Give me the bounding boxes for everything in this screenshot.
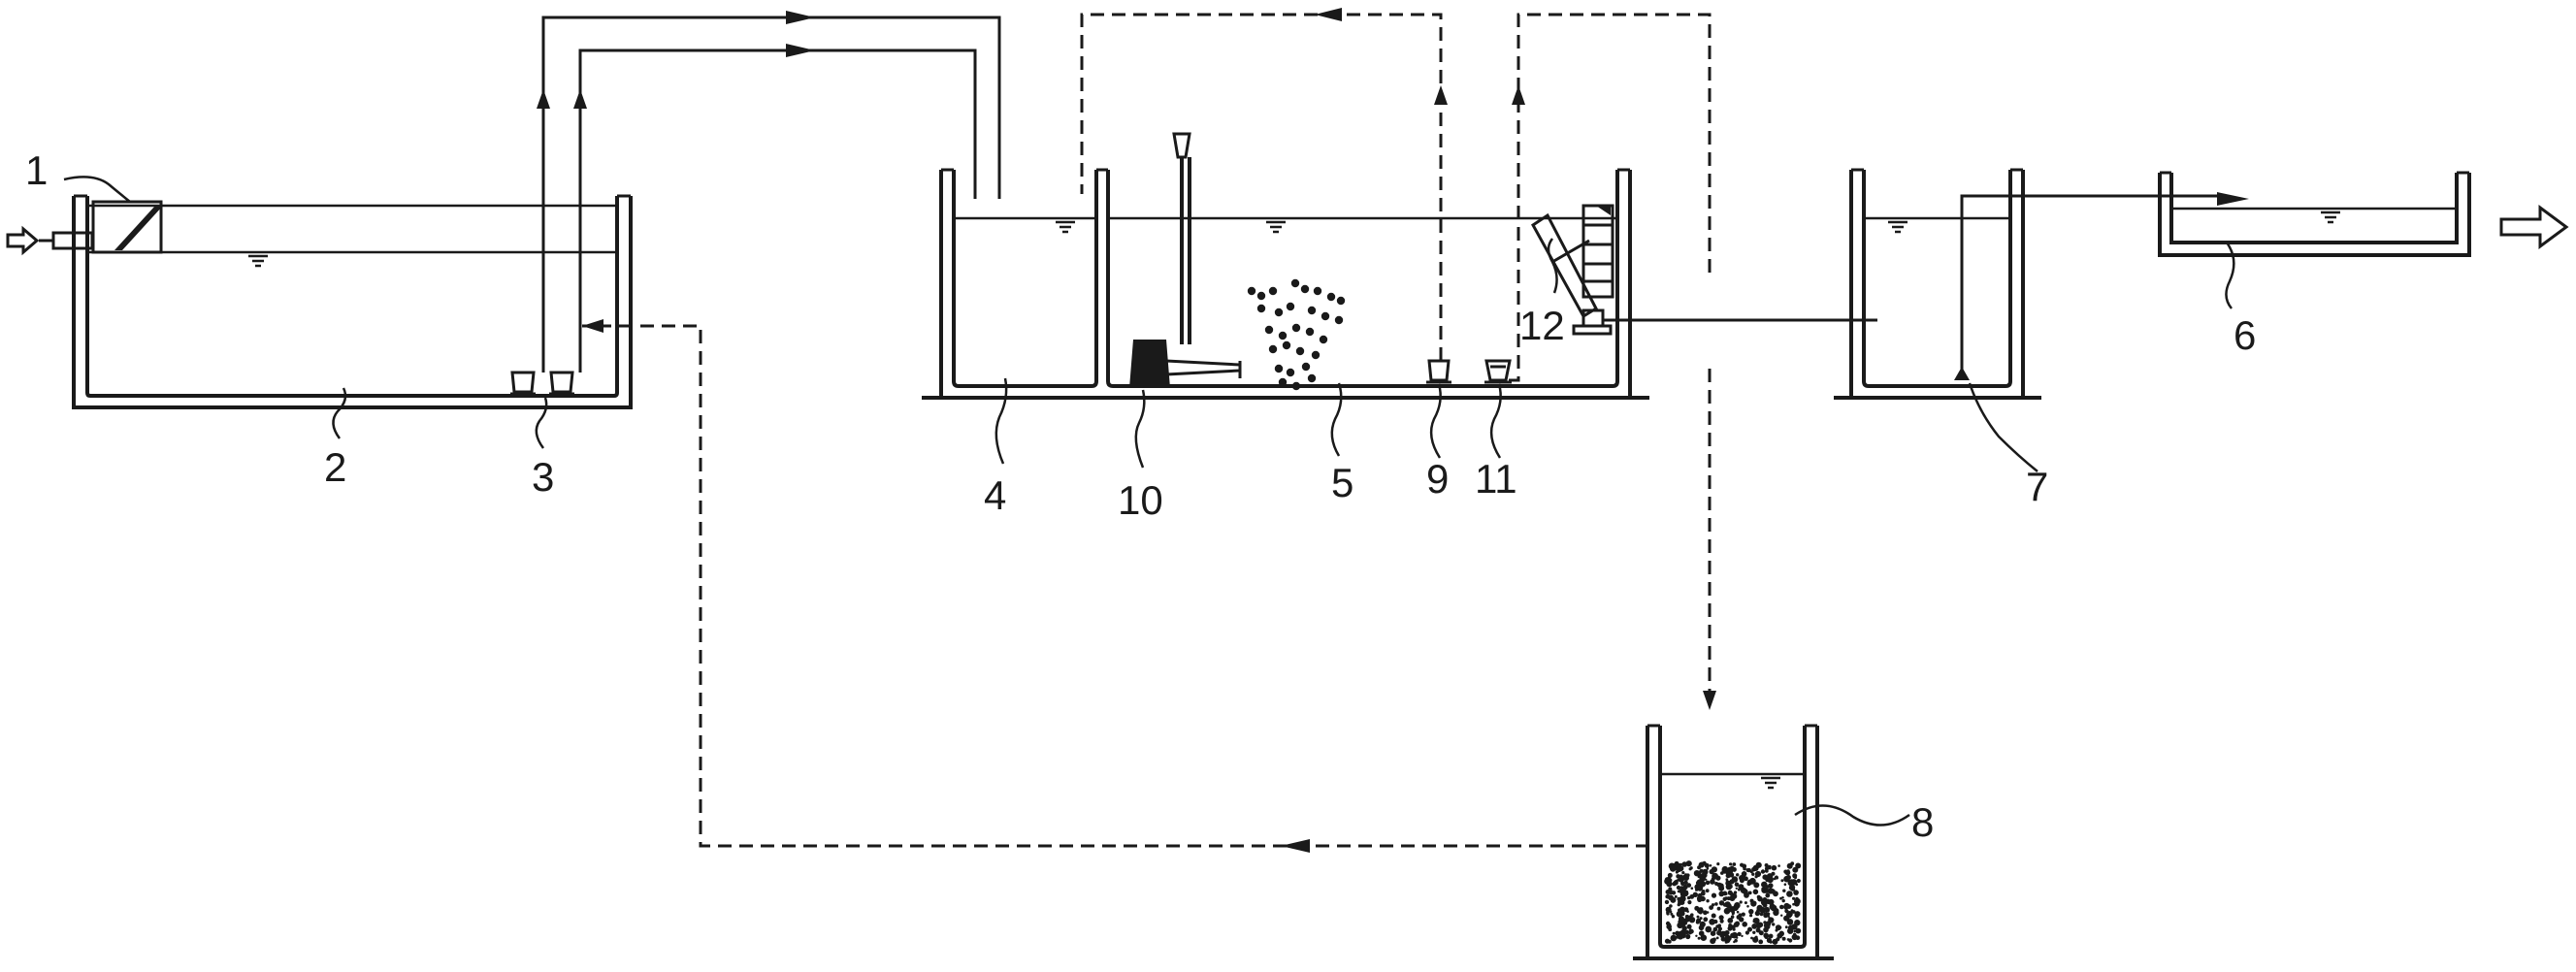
label-8: 8 bbox=[1911, 799, 1934, 845]
water-level-icon bbox=[1056, 220, 1075, 234]
water-level-icon bbox=[1266, 220, 1286, 234]
label-11: 11 bbox=[1475, 456, 1517, 502]
label-1: 1 bbox=[25, 147, 48, 193]
water-level-icon bbox=[1888, 220, 1908, 234]
pump-3-pair bbox=[510, 371, 574, 396]
lift-pipes bbox=[537, 11, 1001, 373]
tank-5 bbox=[922, 168, 1649, 400]
inlet-arrow-icon bbox=[6, 225, 40, 256]
outlet-arrow-icon bbox=[2499, 205, 2569, 249]
label-7: 7 bbox=[2026, 464, 2048, 509]
tank-4 bbox=[939, 168, 1632, 400]
screen-1 bbox=[91, 200, 163, 254]
sludge-line-11 bbox=[1509, 13, 1716, 710]
label-10: 10 bbox=[1118, 477, 1163, 523]
label-3: 3 bbox=[532, 454, 554, 500]
label-6: 6 bbox=[2234, 312, 2256, 358]
particle-cluster bbox=[1247, 278, 1346, 391]
pump-9 bbox=[1426, 359, 1451, 384]
tank-6 bbox=[2158, 171, 2471, 257]
decanter-12 bbox=[1531, 204, 1614, 336]
sludge-layer bbox=[1664, 860, 1802, 945]
label-9: 9 bbox=[1426, 456, 1449, 502]
return-line-9 bbox=[1080, 8, 1448, 361]
label-12: 12 bbox=[1519, 303, 1565, 348]
tank-7 bbox=[1834, 168, 2041, 400]
sludge-return-line bbox=[582, 319, 1649, 853]
leader-lines bbox=[63, 176, 2235, 826]
label-2: 2 bbox=[324, 444, 346, 490]
water-level-icon bbox=[1761, 776, 1780, 790]
label-4: 4 bbox=[984, 472, 1006, 518]
label-5: 5 bbox=[1331, 460, 1353, 505]
inlet-pipe bbox=[39, 231, 94, 250]
pump-11 bbox=[1484, 359, 1512, 384]
transfer-pipe-7-6 bbox=[1960, 192, 2249, 206]
tank-2 bbox=[72, 194, 633, 409]
tank-8 bbox=[1633, 724, 1834, 960]
water-level-icon bbox=[2321, 211, 2340, 224]
labels: 1 2 3 4 10 5 9 11 12 7 6 8 bbox=[25, 147, 2256, 845]
water-level-icon bbox=[248, 254, 268, 268]
mixer-10 bbox=[1129, 132, 1242, 388]
